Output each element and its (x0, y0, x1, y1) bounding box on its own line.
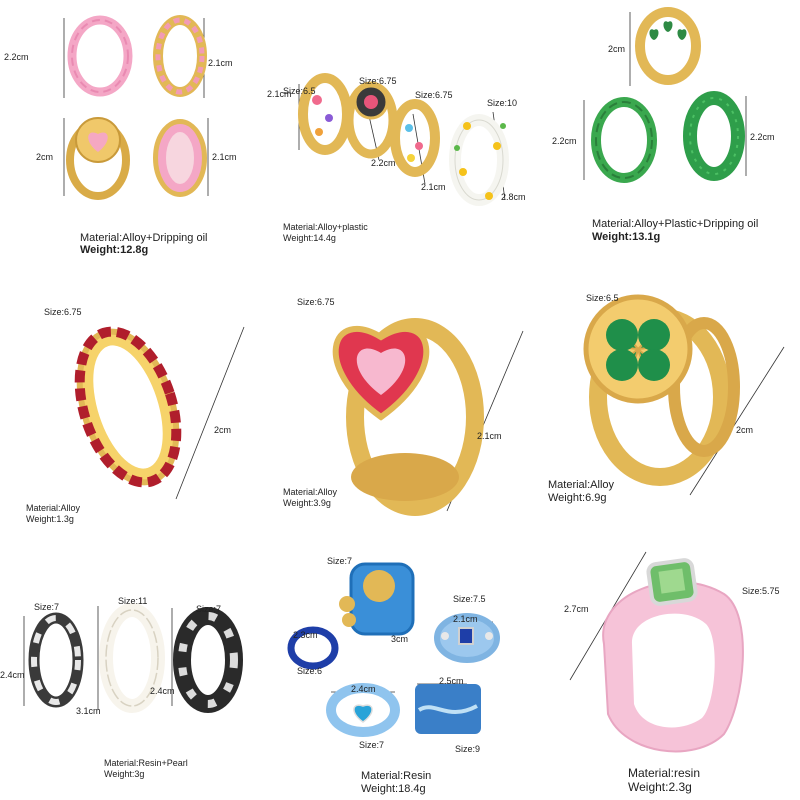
product-panel-resin-pearl-rings: Size:7 Size:11 Size:7 2.4cm 3.1cm 2.4cm … (0, 534, 266, 800)
size-label: Size:6.5 (586, 293, 619, 303)
dimension-label: 2.2cm (552, 136, 577, 146)
rings-illustration (569, 551, 744, 753)
product-panel-green-rings: 2cm 2.2cm 2.2cm Material:Alloy+Plastic+D… (534, 0, 800, 266)
rings-illustration (298, 73, 509, 206)
size-label: Size:7.5 (453, 594, 486, 604)
light-blue-crystal-ring (434, 613, 500, 663)
dimension-label: 2.1cm (267, 89, 292, 99)
material-text: Material:Resin (361, 770, 432, 782)
rings-illustration (23, 603, 243, 713)
dimension-label: 2cm (736, 425, 754, 435)
material-text: Material:Resin+Pearl (104, 758, 188, 768)
material-text: Material:Alloy (26, 503, 81, 513)
pearl-bead-ring (99, 603, 165, 713)
product-panel-flower-rings: Size:6.5 2.1cm Size:6.75 Size:6.75 Size:… (267, 0, 533, 266)
dimension-label: 2.1cm (453, 614, 478, 624)
material-text: Material:Alloy (548, 479, 615, 491)
weight-text: Weight:13.1g (592, 231, 661, 243)
dimension-label: 3cm (391, 634, 409, 644)
dimension-label: 3.1cm (76, 706, 101, 716)
rings-illustration (583, 294, 785, 496)
gold-smiley-enamel-ring (390, 99, 440, 177)
size-label: Size:6 (297, 666, 323, 676)
navy-chain-ring (287, 626, 339, 670)
pink-chain-ring (67, 15, 133, 97)
weight-text: Weight:2.3g (628, 780, 692, 794)
size-label: Size:9 (455, 744, 481, 754)
size-label: Size:7 (359, 740, 385, 750)
dimension-label: 2.1cm (477, 431, 502, 441)
size-label: Size:6.75 (415, 90, 453, 100)
dimension-label: 2cm (214, 425, 232, 435)
pink-resin-green-gem-ring (602, 558, 744, 753)
product-panel-heart-signet-ring: Size:6.75 2.1cm Material:Alloy Weight:3.… (267, 267, 533, 533)
product-panel-pink-resin-gem-ring: 2.7cm Size:5.75 Material:resin Weight:2.… (534, 534, 800, 800)
weight-text: Weight:1.3g (26, 514, 74, 524)
ocean-square-resin-ring (415, 684, 481, 734)
product-panel-red-heart-band: Size:6.75 2cm Material:Alloy Weight:1.3g (0, 267, 266, 533)
green-heart-gold-cuff-ring (635, 7, 701, 85)
dimension-label: 2.1cm (421, 182, 446, 192)
black-white-wide-resin-ring (173, 607, 243, 713)
gold-rose-signet-ring (344, 81, 398, 159)
red-heart-gold-band (74, 326, 182, 488)
size-label: Size:7 (34, 602, 60, 612)
blue-heart-crystal-ring (326, 683, 400, 737)
black-white-marble-resin-ring (28, 612, 84, 708)
dimension-label: 2.5cm (439, 676, 464, 686)
product-panel-clover-signet-ring: Size:6.5 2cm Material:Alloy Weight:6.9g (534, 267, 800, 533)
size-label: Size:7 (327, 556, 353, 566)
rings-illustration (332, 318, 524, 516)
size-label: Size:10 (487, 98, 518, 108)
dimension-label: 2.4cm (351, 684, 376, 694)
size-label: Size:11 (118, 596, 148, 606)
material-text: Material:Alloy+Plastic+Dripping oil (592, 218, 759, 230)
weight-text: Weight:6.9g (548, 492, 607, 504)
product-panel-pink-gold-rings: 2.2cm 2.1cm 2cm 2.1cm Material:Alloy+Dri… (0, 0, 266, 266)
dimension-label: 2.4cm (0, 670, 25, 680)
green-clover-gold-signet-ring (583, 294, 740, 486)
pink-heart-band (153, 119, 207, 197)
gold-heart-signet-ring (66, 117, 130, 200)
dimension-label: 2.7cm (564, 604, 589, 614)
dimension-label: 2.1cm (208, 58, 233, 68)
rings-illustration (287, 562, 500, 737)
weight-text: Weight:12.8g (80, 244, 149, 256)
weight-text: Weight:3.9g (283, 498, 331, 508)
size-label: Size:6.75 (359, 76, 397, 86)
green-twist-ring (683, 91, 745, 181)
dimension-label: 2.4cm (150, 686, 175, 696)
weight-text: Weight:3g (104, 769, 145, 779)
pink-heart-gold-signet-ring (332, 318, 484, 516)
material-text: Material:resin (628, 766, 701, 780)
green-chain-ring (591, 97, 657, 183)
size-label: Size:6.5 (283, 86, 316, 96)
dimension-label: 2.2cm (750, 132, 775, 142)
dimension-label: 2.8cm (501, 192, 526, 202)
dimension-label: 2cm (36, 152, 54, 162)
rings-illustration (74, 326, 245, 500)
size-label: Size:5.75 (742, 586, 780, 596)
dimension-label: 2.1cm (212, 152, 237, 162)
dimension-label: 2cm (608, 44, 626, 54)
size-label: Size:6.75 (44, 307, 82, 317)
blue-cube-gold-bead-ring (339, 562, 415, 636)
rings-illustration (63, 15, 209, 200)
dimension-label: 2.2cm (371, 158, 396, 168)
weight-text: Weight:18.4g (361, 783, 426, 795)
weight-text: Weight:14.4g (283, 233, 336, 243)
dimension-label: 2.2cm (4, 52, 29, 62)
material-text: Material:Alloy+Dripping oil (80, 232, 208, 244)
dimension-label: 2.3cm (293, 630, 318, 640)
material-text: Material:Alloy (283, 487, 338, 497)
rings-illustration (583, 7, 747, 183)
material-text: Material:Alloy+plastic (283, 222, 368, 232)
daisy-bead-ring (449, 114, 509, 206)
product-panel-blue-resin-rings: Size:7 2.3cm 3cm Size:7.5 2.1cm Size:6 2… (267, 534, 533, 800)
size-label: Size:6.75 (297, 297, 335, 307)
size-label: Size:7 (196, 604, 222, 614)
gold-heart-band (153, 15, 207, 97)
